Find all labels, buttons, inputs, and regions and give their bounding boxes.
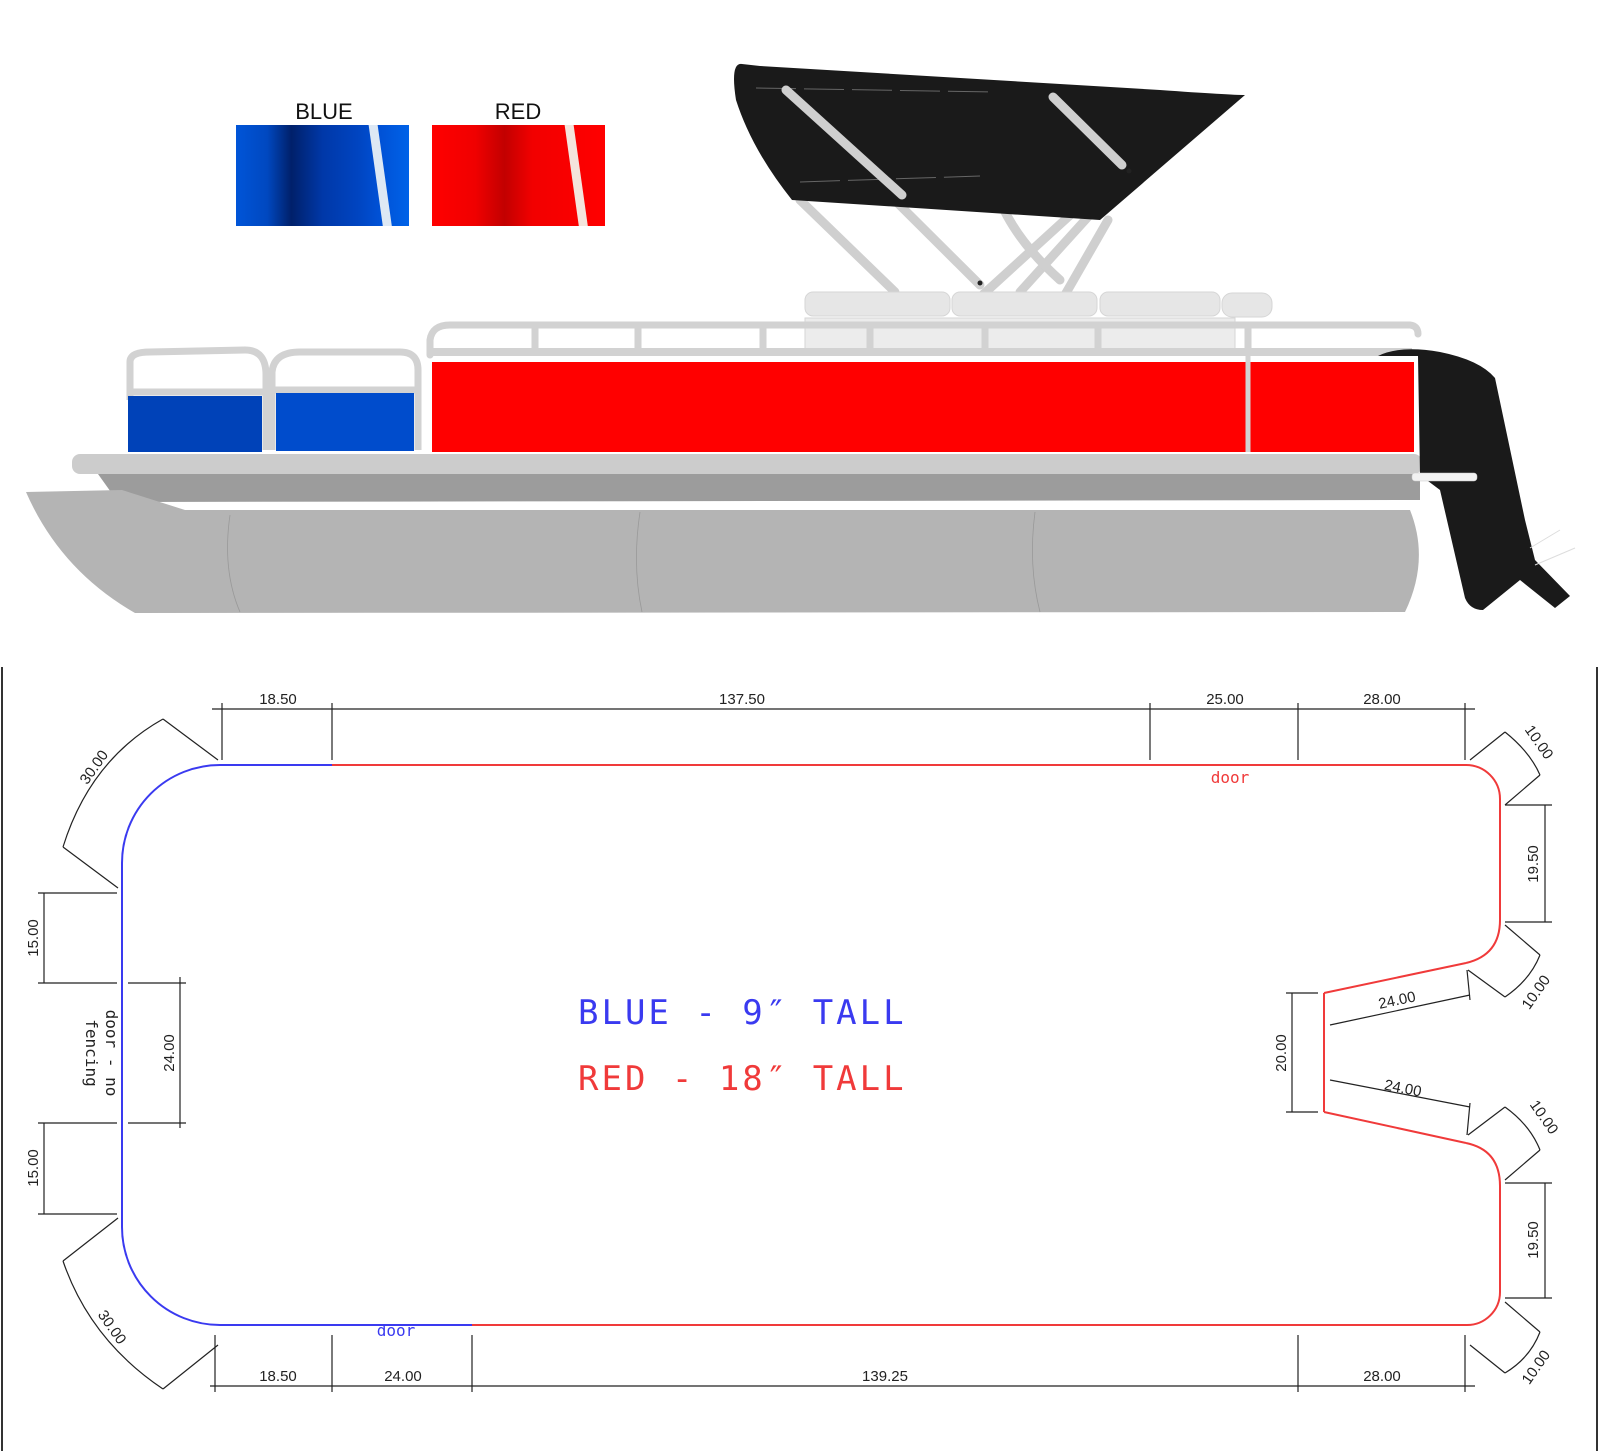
notch-upper-depth: 24.00 bbox=[1377, 988, 1417, 1012]
top-door-label: door bbox=[1211, 768, 1250, 787]
bottom-dim-2: 24.00 bbox=[384, 1368, 422, 1385]
side-panel-red bbox=[432, 362, 1414, 452]
bow-door-label-line2: fencing bbox=[82, 1019, 101, 1086]
bottom-dim-4: 28.00 bbox=[1363, 1368, 1401, 1385]
rear-seats bbox=[804, 291, 1273, 351]
drawing-frame-left bbox=[1, 667, 3, 1451]
left-dim-upper: 15.00 bbox=[25, 919, 42, 957]
deck-skirt bbox=[98, 474, 1420, 502]
top-dim-1: 18.50 bbox=[259, 691, 297, 708]
left-dim-lower: 15.00 bbox=[25, 1149, 42, 1187]
bow-rails bbox=[126, 346, 422, 450]
stern-arc-1: 10.00 bbox=[1521, 722, 1556, 763]
stern-arc-4: 10.00 bbox=[1519, 1347, 1554, 1388]
bottom-door-label: door bbox=[377, 1321, 416, 1340]
left-dim-door: 24.00 bbox=[161, 1034, 178, 1072]
bow-arc-upper: 30.00 bbox=[77, 747, 112, 788]
bottom-dim-1: 18.50 bbox=[259, 1368, 297, 1385]
bow-panel-right bbox=[276, 393, 414, 451]
deck bbox=[72, 454, 1422, 474]
fence-layout-drawing: 18.50 137.50 25.00 28.00 18.50 24.00 139… bbox=[25, 691, 1561, 1392]
dimension-lines bbox=[38, 703, 1552, 1392]
blue-fence-outline bbox=[121, 764, 472, 1326]
notch-lower-depth: 24.00 bbox=[1383, 1077, 1423, 1101]
swatch-label-blue: BLUE bbox=[295, 99, 353, 124]
bottom-dim-3: 139.25 bbox=[862, 1368, 908, 1385]
bimini-canvas bbox=[734, 63, 1245, 221]
red-fence-outline bbox=[332, 764, 1501, 1327]
legend-blue: BLUE - 9″ TALL bbox=[578, 993, 907, 1033]
swatch-blue bbox=[236, 125, 409, 226]
stern-arc-2: 10.00 bbox=[1519, 972, 1554, 1013]
swatch-red bbox=[432, 125, 605, 226]
pontoon-boat-illustration bbox=[26, 63, 1576, 613]
swatch-label-red: RED bbox=[494, 99, 542, 124]
stern-dim-upper: 19.50 bbox=[1525, 845, 1542, 883]
top-dim-4: 28.00 bbox=[1363, 691, 1401, 708]
stern-arc-3: 10.00 bbox=[1526, 1097, 1561, 1138]
bow-panel-left bbox=[128, 396, 262, 452]
drawing-frame-right bbox=[1596, 667, 1598, 1451]
legend-red: RED - 18″ TALL bbox=[578, 1059, 907, 1099]
stern-dim-lower: 19.50 bbox=[1525, 1221, 1542, 1259]
bow-arc-lower: 30.00 bbox=[94, 1307, 129, 1348]
side-rail bbox=[426, 321, 1422, 359]
notch-width-dim: 20.00 bbox=[1273, 1034, 1290, 1072]
top-dim-2: 137.50 bbox=[719, 691, 765, 708]
bow-door-label-line1: door - no bbox=[102, 1010, 121, 1097]
pontoon bbox=[26, 490, 1419, 613]
top-dim-3: 25.00 bbox=[1206, 691, 1244, 708]
